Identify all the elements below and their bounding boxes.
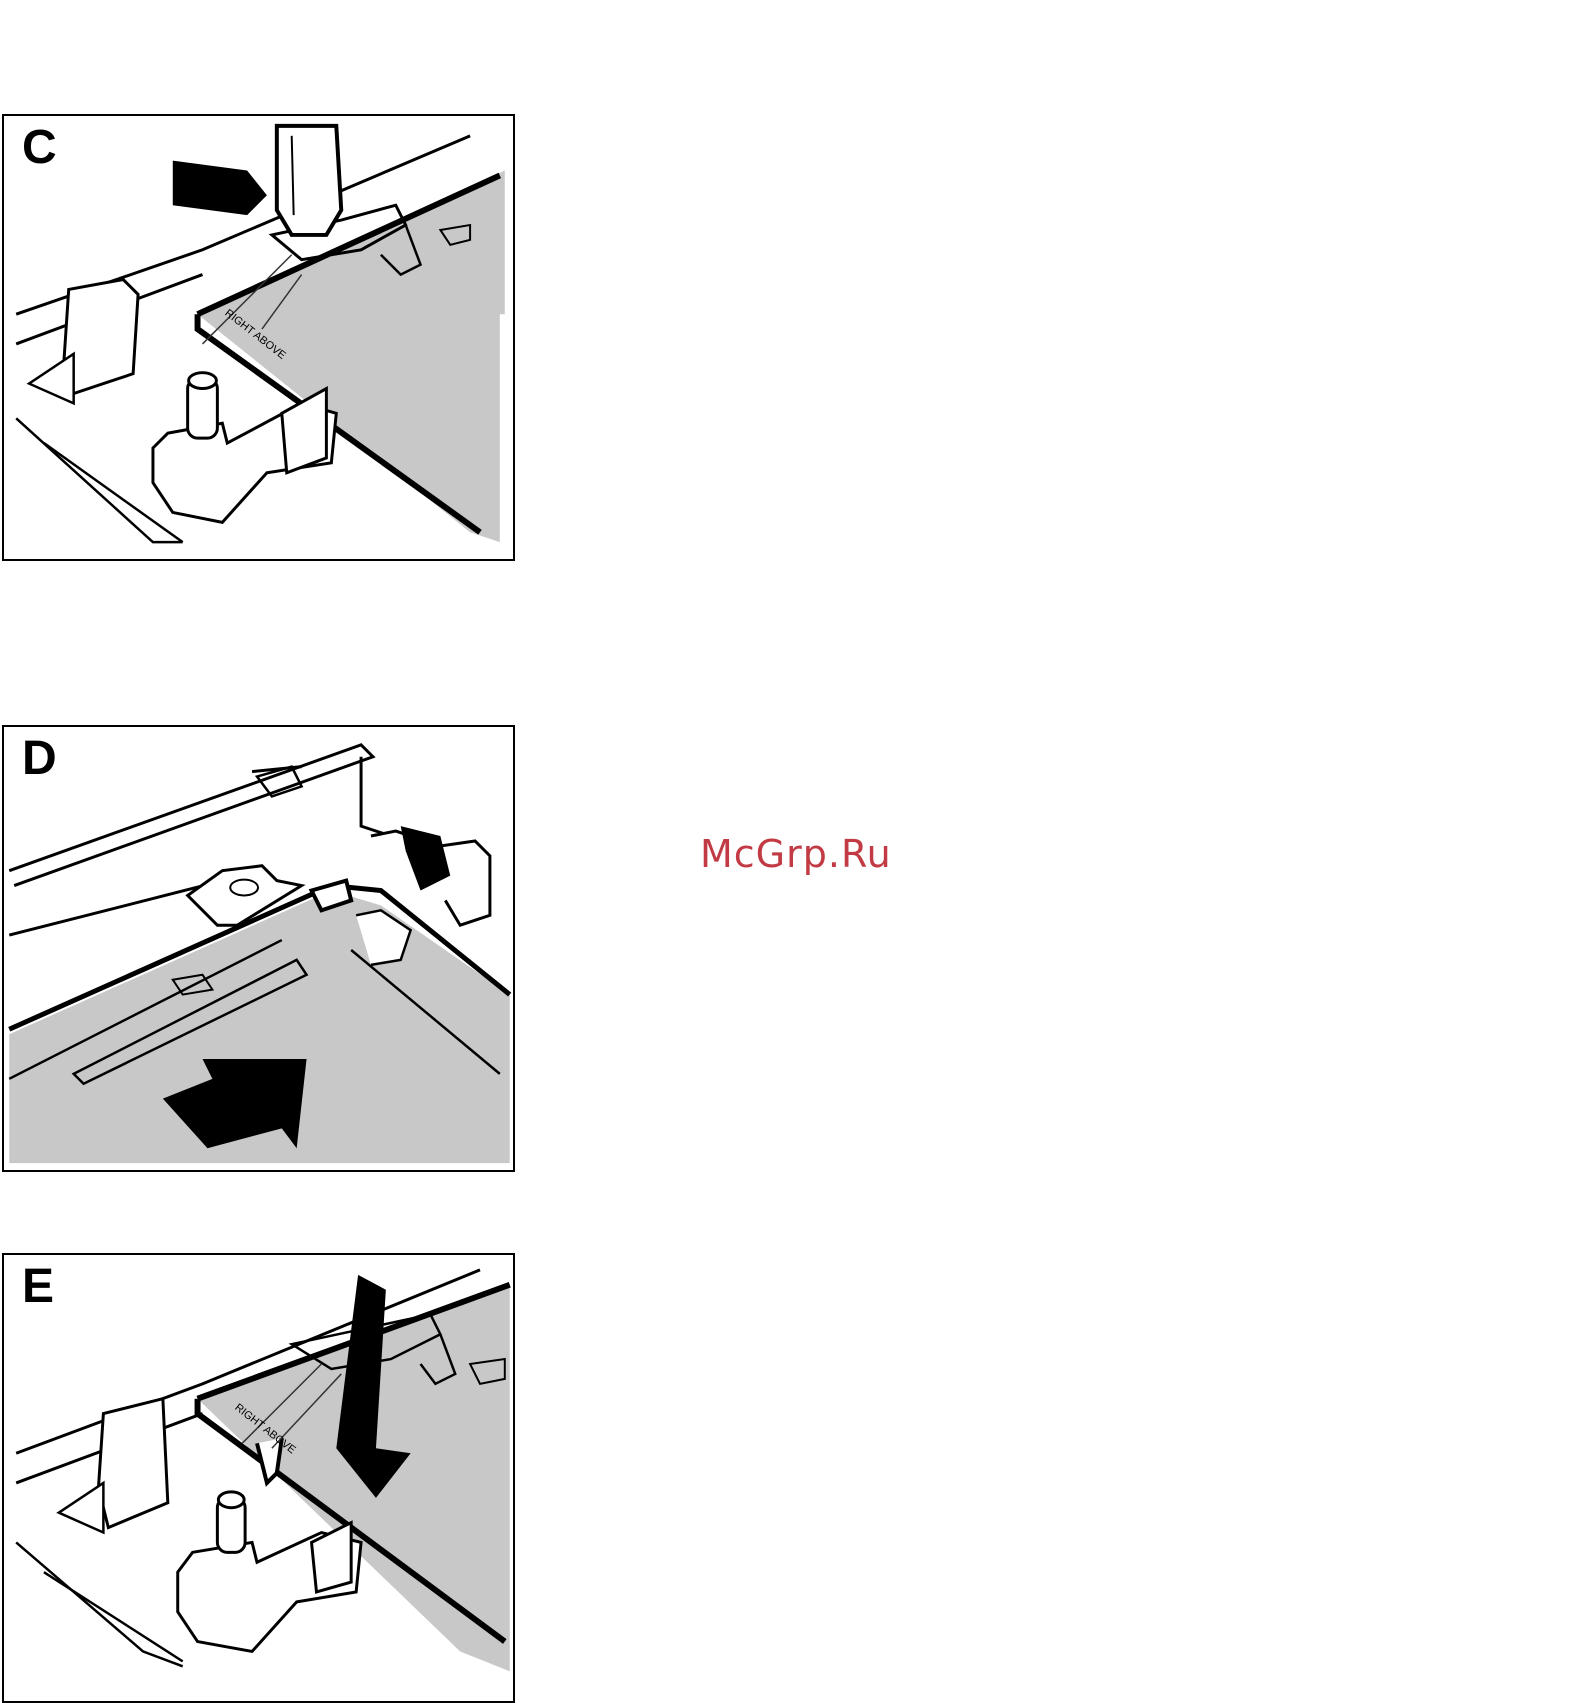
panel-label-d: D	[22, 735, 57, 783]
illustration-d	[4, 727, 513, 1170]
screwdriver	[277, 126, 341, 235]
panel-e: E RIGHT ABOVE	[2, 1253, 515, 1703]
watermark: McGrp.Ru	[700, 832, 892, 876]
panel-c: C RIGHT ABOVE	[2, 114, 515, 561]
panel-d: D	[2, 725, 515, 1172]
illustration-c: RIGHT ABOVE	[4, 116, 513, 559]
arrow-left-icon	[173, 161, 267, 216]
panel-label-c: C	[22, 124, 57, 172]
illustration-e: RIGHT ABOVE	[4, 1255, 513, 1701]
panel-label-e: E	[22, 1263, 54, 1311]
